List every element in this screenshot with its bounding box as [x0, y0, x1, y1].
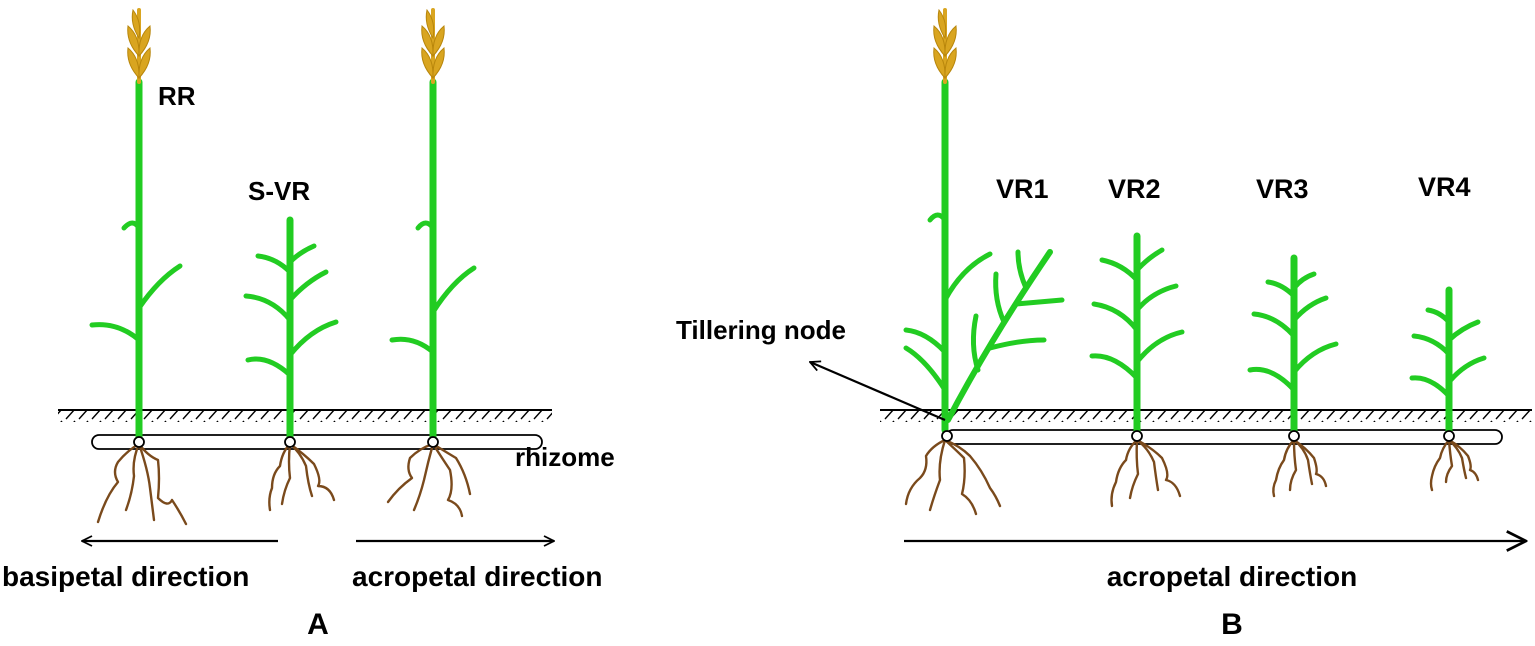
label-vr3: VR3	[1256, 174, 1309, 204]
label-vr2: VR2	[1108, 174, 1161, 204]
node-b-4	[1443, 430, 1455, 442]
plant-rr-right	[386, 8, 477, 518]
label-rhizome: rhizome	[515, 442, 615, 472]
label-vr1: VR1	[996, 174, 1049, 204]
node-a-3	[427, 436, 439, 448]
label-rr: RR	[158, 81, 196, 111]
label-basipetal: basipetal direction	[2, 561, 249, 592]
panel-label-a: A	[307, 608, 329, 641]
rhizome-a	[91, 434, 543, 450]
roots-rr	[96, 442, 188, 526]
node-a-1	[133, 436, 145, 448]
plant-vr1	[903, 8, 1065, 516]
ear-rr	[127, 8, 151, 84]
roots-vr4	[1429, 438, 1480, 492]
label-svr: S-VR	[248, 176, 310, 206]
node-a-2	[284, 436, 296, 448]
roots-vr1	[904, 438, 1002, 516]
ear-vr1	[933, 8, 957, 84]
label-acropetal-b: acropetal direction	[1107, 561, 1358, 592]
node-b-3	[1288, 430, 1300, 442]
soil-surface-a	[58, 409, 552, 422]
ear-rr-right	[421, 8, 445, 84]
arrow-tillering-node	[810, 362, 946, 422]
panel-a: RR S-VR rhizome basipetal direction acro…	[2, 8, 615, 641]
plant-vr3	[1247, 254, 1339, 498]
plant-svr	[243, 216, 339, 512]
label-tillering-node: Tillering node	[676, 315, 846, 345]
label-acropetal-a: acropetal direction	[352, 561, 603, 592]
plant-rr	[89, 8, 188, 526]
roots-svr	[268, 442, 336, 512]
panel-b: Tillering node VR1 VR2 VR3 VR4 acropetal…	[676, 8, 1532, 641]
tiller-branch	[945, 249, 1065, 423]
panel-label-b: B	[1221, 608, 1243, 641]
node-b-2	[1131, 430, 1143, 442]
rhizome-b	[945, 429, 1503, 445]
label-vr4: VR4	[1418, 172, 1471, 202]
plant-vr2	[1089, 232, 1185, 508]
soil-surface-b	[880, 409, 1532, 422]
roots-vr2	[1110, 438, 1182, 508]
roots-vr3	[1272, 438, 1328, 498]
roots-rr-right	[386, 442, 472, 518]
plant-vr4	[1409, 286, 1487, 492]
node-b-1	[941, 430, 953, 442]
